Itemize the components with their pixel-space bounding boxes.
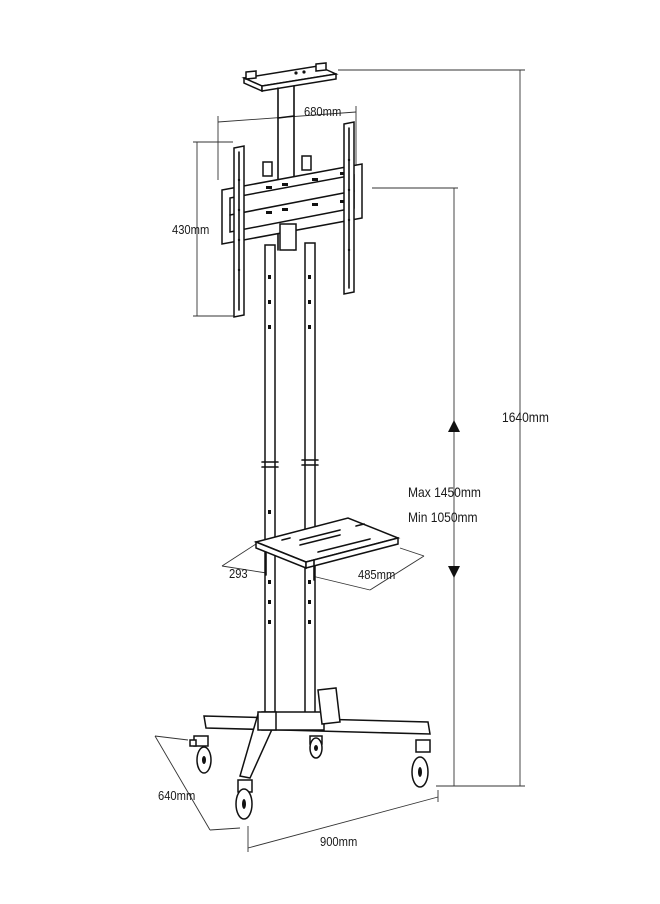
side-height-label: 430mm (172, 222, 210, 237)
min-height-label: Min 1050mm (408, 509, 478, 525)
casters (189, 735, 431, 820)
base-width-label: 900mm (320, 834, 358, 849)
rolling-base (203, 687, 431, 779)
arrow-up-icon (448, 420, 460, 432)
shelf-depth-label: 293 (229, 566, 248, 581)
dimension-lines (154, 69, 525, 852)
top-width-label: 680mm (304, 104, 342, 119)
top-tray (241, 62, 339, 251)
arrow-down-icon (448, 566, 460, 578)
total-height-label: 1640mm (502, 409, 549, 425)
max-height-label: Max 1450mm (408, 484, 481, 500)
vertical-arms (233, 121, 355, 318)
shelf-width-label: 485mm (358, 567, 396, 582)
vesa-mount-bracket (221, 163, 363, 251)
base-depth-label: 640mm (158, 788, 196, 803)
middle-shelf (253, 517, 401, 581)
